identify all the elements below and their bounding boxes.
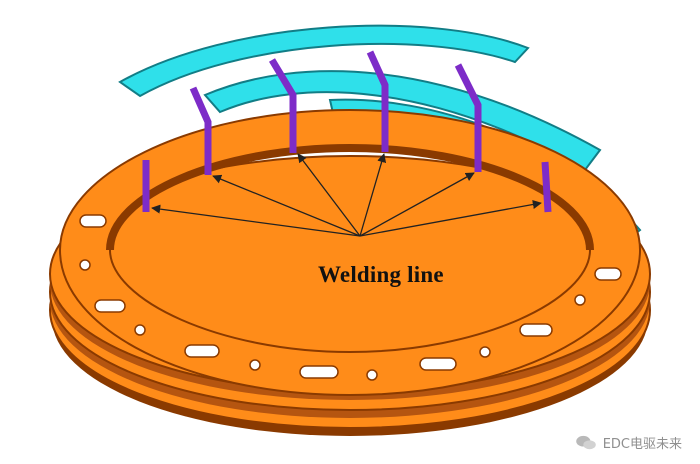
weld-line-4: [366, 50, 389, 152]
callout-arrows: [151, 153, 542, 237]
watermark: EDC电驱未来: [575, 433, 682, 452]
weld-line-6: [541, 161, 552, 213]
orange-top-layer: [58, 108, 642, 397]
weld-line-2: [189, 86, 212, 175]
weld-lines: [142, 50, 552, 213]
weld-line-3: [268, 58, 297, 153]
welding-line-label: Welding line: [318, 262, 444, 287]
watermark-text: EDC电驱未来: [602, 437, 682, 452]
weld-line-5: [454, 63, 482, 172]
chat-bubble-icon: [575, 435, 596, 449]
